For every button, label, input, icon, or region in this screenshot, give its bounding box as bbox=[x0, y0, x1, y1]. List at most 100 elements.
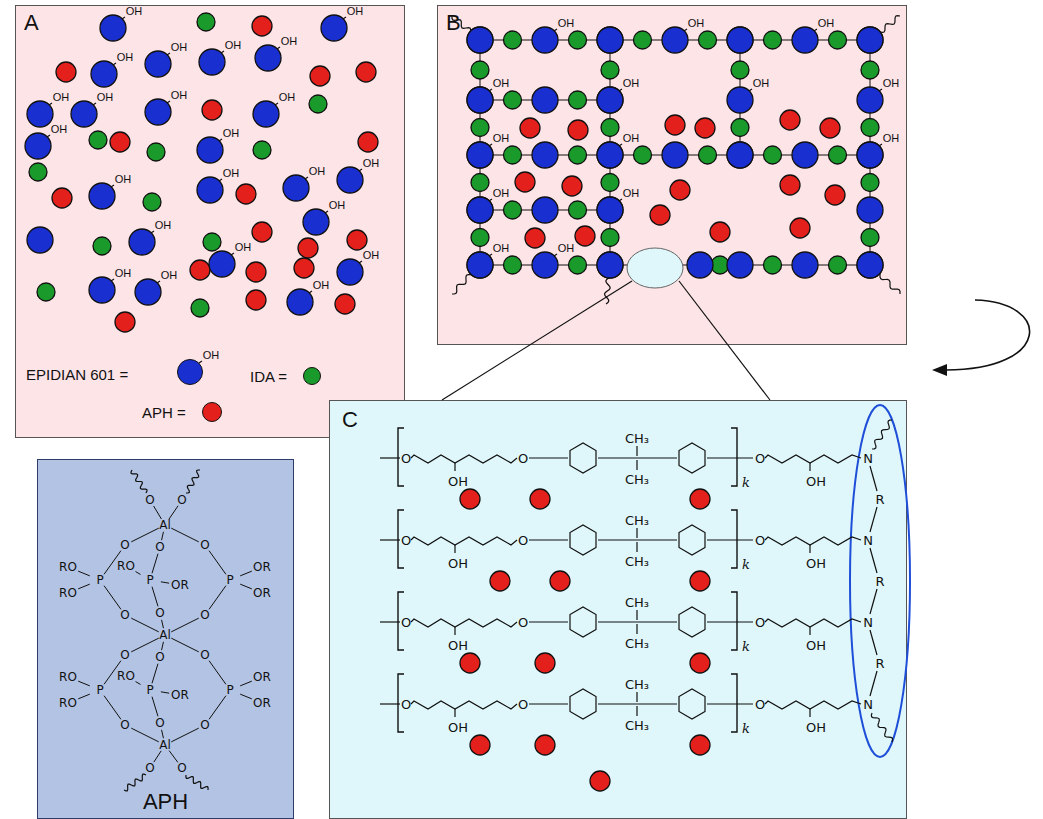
repeat-index: k bbox=[742, 558, 750, 571]
aph-particle bbox=[460, 489, 480, 509]
epoxy-molecule bbox=[283, 175, 309, 201]
hydroxyl-label: OH bbox=[171, 42, 188, 53]
epoxy-molecule bbox=[253, 101, 279, 127]
nitrogen-label: N bbox=[863, 534, 873, 547]
hydroxyl-bond bbox=[749, 89, 752, 91]
aph-particle bbox=[650, 205, 670, 225]
phosphorus-label: P bbox=[226, 574, 233, 586]
hydroxyl-label: OH bbox=[493, 188, 510, 199]
bond-line bbox=[240, 571, 252, 576]
hydroxyl-label: OH bbox=[448, 639, 468, 652]
legend-swatch bbox=[303, 367, 321, 385]
bond-line bbox=[529, 621, 568, 622]
chain-continuation bbox=[871, 713, 892, 742]
bond-line bbox=[136, 682, 141, 685]
hydroxyl-bond bbox=[157, 281, 160, 283]
epoxy-molecule bbox=[662, 142, 688, 168]
bond-line bbox=[161, 582, 169, 583]
epoxy-molecule bbox=[135, 279, 161, 305]
epoxy-molecule bbox=[662, 27, 688, 53]
aph-particle bbox=[246, 290, 266, 310]
zoom-line bbox=[442, 281, 632, 400]
bond-line bbox=[154, 751, 161, 762]
alkoxy-label: RO bbox=[59, 697, 77, 709]
aph-particle bbox=[820, 118, 840, 138]
hydroxyl-bond bbox=[167, 53, 170, 55]
atom-label: O bbox=[200, 649, 209, 661]
ida-molecule bbox=[143, 193, 161, 211]
ida-molecule bbox=[471, 61, 489, 79]
bond-line bbox=[104, 696, 121, 720]
bond-line bbox=[809, 709, 810, 717]
epoxy-molecule bbox=[129, 229, 155, 255]
aph-particle bbox=[460, 653, 480, 673]
bond-line bbox=[104, 586, 121, 610]
hydroxyl-label: OH bbox=[623, 78, 640, 89]
zoom-ellipse bbox=[627, 248, 683, 288]
ida-molecule bbox=[569, 201, 587, 219]
repeat-bracket bbox=[398, 592, 404, 650]
bond-line bbox=[104, 661, 121, 685]
bond-line bbox=[809, 463, 810, 471]
bond-line bbox=[870, 671, 877, 696]
aph-particle bbox=[358, 132, 378, 152]
hydroxyl-label: OH bbox=[448, 557, 468, 570]
bond-line bbox=[636, 528, 637, 538]
epoxy-molecule bbox=[467, 252, 493, 278]
hydroxyl-bond bbox=[122, 17, 125, 19]
bond-line bbox=[152, 697, 158, 717]
aph-particle bbox=[780, 175, 800, 195]
nitrogen-label: N bbox=[863, 616, 873, 629]
epoxy-molecule bbox=[727, 142, 753, 168]
epoxy-molecule bbox=[337, 259, 363, 285]
bond-line bbox=[380, 539, 400, 540]
bond-line bbox=[131, 618, 158, 632]
atom-label: O bbox=[401, 452, 411, 465]
atom-label: O bbox=[518, 452, 528, 465]
ida-molecule bbox=[569, 91, 587, 109]
alkoxy-label: RO bbox=[59, 671, 77, 683]
ida-molecule bbox=[601, 174, 619, 192]
epoxy-molecule bbox=[197, 137, 223, 163]
hydroxyl-bond bbox=[231, 253, 234, 255]
hydroxyl-bond bbox=[113, 63, 116, 65]
atom-label: O bbox=[401, 616, 411, 629]
atom-label: O bbox=[200, 609, 209, 621]
methyl-label: CH₃ bbox=[625, 555, 649, 568]
panel-letter: A bbox=[24, 12, 39, 34]
chain-continuation bbox=[186, 470, 200, 493]
methyl-label: CH₃ bbox=[625, 637, 649, 650]
hydroxyl-label: OH bbox=[53, 92, 70, 103]
ida-molecule bbox=[309, 95, 327, 113]
bond-line bbox=[240, 681, 252, 686]
bond-line bbox=[707, 703, 753, 704]
bond-line bbox=[380, 457, 400, 458]
hydroxyl-bond bbox=[554, 29, 557, 31]
epoxy-molecule bbox=[532, 252, 558, 278]
aph-particle bbox=[310, 66, 330, 86]
ida-molecule bbox=[764, 256, 782, 274]
ida-molecule bbox=[634, 146, 652, 164]
repeat-bracket bbox=[398, 428, 404, 486]
hydroxyl-label: OH bbox=[493, 133, 510, 144]
atom-label: O bbox=[120, 539, 129, 551]
legend-text: IDA = bbox=[250, 369, 287, 384]
ida-molecule bbox=[191, 299, 209, 317]
aph-particle bbox=[780, 110, 800, 130]
arrow-head bbox=[932, 364, 947, 376]
epoxy-molecule bbox=[199, 49, 225, 75]
epoxy-molecule bbox=[857, 252, 883, 278]
hydroxyl-label: OH bbox=[117, 52, 134, 63]
epoxy-molecule bbox=[727, 142, 753, 168]
hydroxyl-bond bbox=[309, 291, 312, 293]
epoxy-molecule bbox=[467, 27, 493, 53]
ida-molecule bbox=[764, 31, 782, 49]
hydroxyl-label: OH bbox=[806, 475, 826, 488]
epoxy-molecule bbox=[597, 142, 623, 168]
alkoxy-label: RO bbox=[117, 670, 135, 682]
aph-particle bbox=[52, 188, 72, 208]
epoxy-molecule bbox=[857, 197, 883, 223]
ida-molecule bbox=[504, 31, 522, 49]
alkoxy-label: RO bbox=[59, 587, 77, 599]
benzene-ring bbox=[570, 607, 596, 637]
